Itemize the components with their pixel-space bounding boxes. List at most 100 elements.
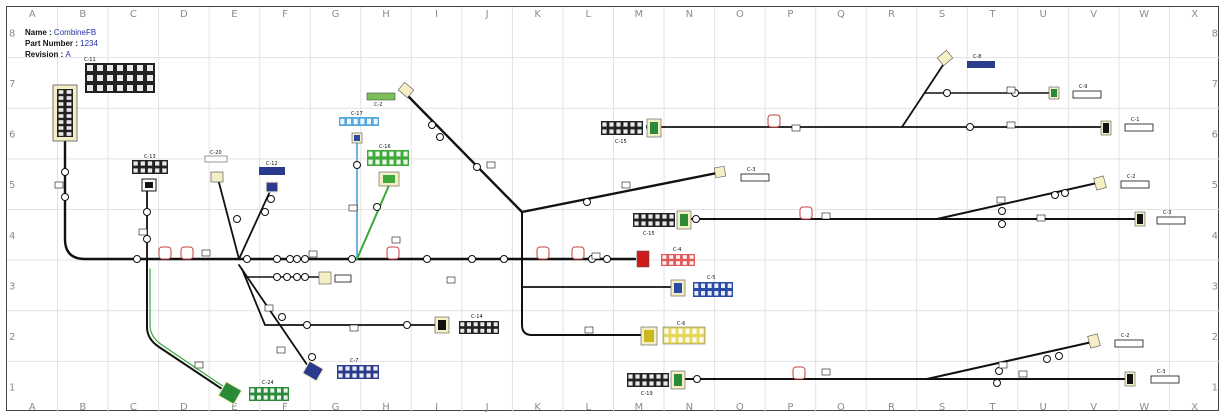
wire-label-flag: [308, 250, 318, 258]
row-label-right: 1: [1212, 383, 1218, 394]
branch-wire-c3-k[interactable]: [520, 170, 724, 214]
connector-pin: [396, 151, 401, 157]
connector-pin: [628, 374, 633, 379]
junction-point: [1055, 352, 1063, 360]
junction-point: [286, 255, 294, 263]
connector-c2-top-box[interactable]: [366, 92, 396, 101]
branch-wire-c2-bottom[interactable]: [926, 341, 1093, 380]
connector-c2-bottom-box[interactable]: [1114, 339, 1144, 348]
junction-point: [403, 321, 411, 329]
connector-pin: [721, 291, 725, 296]
connector-label: C-6: [677, 321, 685, 327]
branch-wire-k-vertical[interactable]: [521, 211, 642, 336]
connector-label: C-7: [350, 358, 358, 364]
connector-c5-box[interactable]: [693, 282, 733, 297]
connector-pin: [147, 161, 153, 166]
connector-c17-box[interactable]: [339, 117, 379, 126]
connector-c15-mid-box[interactable]: [633, 213, 675, 227]
junction-point: [301, 273, 309, 281]
column-label-top: W: [1139, 9, 1149, 20]
branch-wire-c8[interactable]: [901, 61, 946, 128]
junction-point: [348, 255, 356, 263]
connector-c19-box[interactable]: [318, 271, 332, 285]
connector-pin: [487, 322, 491, 327]
connector-c20-box[interactable]: [204, 155, 228, 163]
connector-pin: [87, 65, 93, 71]
connector-c9-box[interactable]: [1072, 90, 1102, 99]
connector-pin: [359, 373, 364, 378]
wire-label-flag: [348, 204, 358, 212]
connector-pin: [155, 168, 160, 173]
column-label-bottom: A: [29, 402, 36, 412]
connector-pin: [699, 328, 704, 334]
connector-pin: [352, 366, 357, 371]
connector-c7-box[interactable]: [337, 365, 379, 379]
connector-pin: [635, 374, 640, 379]
column-label-bottom: B: [79, 402, 86, 412]
connector-c14-box[interactable]: [459, 321, 499, 334]
connector-pin: [678, 337, 683, 343]
branch-wire-c14[interactable]: [241, 268, 438, 326]
connector-pin: [634, 221, 639, 226]
connector-c1-box[interactable]: [1124, 123, 1154, 132]
junction-point: [143, 208, 151, 216]
row-label-left: 4: [9, 231, 15, 242]
connector-pin: [270, 388, 275, 393]
connector-label: C-3: [1157, 369, 1165, 375]
wire-label-flag: [621, 181, 631, 189]
connector-pin: [656, 374, 661, 379]
wire-label-flag: [821, 368, 831, 376]
connector-c16-box[interactable]: [367, 150, 409, 166]
branch-wire-c7[interactable]: [238, 264, 313, 373]
connector-c3-right-box[interactable]: [1156, 216, 1186, 225]
connector-c8-box[interactable]: [967, 61, 995, 68]
column-label-bottom: U: [1039, 402, 1046, 412]
part-row: Part Number : 1234: [25, 38, 98, 49]
connector-c3-bottom-box[interactable]: [1150, 375, 1180, 384]
connector-c12-box[interactable]: [259, 167, 285, 175]
row-label-right: 8: [1212, 28, 1218, 39]
column-label-top: E: [231, 9, 237, 20]
junction-point: [423, 255, 431, 263]
connector-c2-mid-box[interactable]: [1120, 180, 1150, 189]
connector-pin: [473, 322, 478, 327]
connector-pin: [396, 159, 401, 165]
connector-c3-center-box[interactable]: [740, 173, 770, 182]
branch-wire-c20[interactable]: [216, 174, 240, 260]
connector-pin: [382, 151, 387, 157]
connector-pin: [58, 126, 64, 130]
junction-point: [293, 273, 301, 281]
connector-label: C-12: [266, 161, 278, 167]
junction-point: [436, 133, 444, 141]
branch-wire-c2-mid[interactable]: [936, 182, 1098, 220]
connector-c10-box[interactable]: [601, 121, 643, 135]
wire-label-flag: [264, 304, 274, 312]
main-trunk-wire[interactable]: [63, 100, 637, 261]
column-label-bottom: T: [989, 402, 997, 412]
connector-c24-box[interactable]: [249, 387, 289, 401]
connector-pin: [714, 283, 719, 288]
name-value: CombineFB: [53, 28, 97, 37]
branch-wire-c2-top[interactable]: [403, 91, 524, 214]
connector-pin: [642, 374, 647, 379]
connector-c6-box[interactable]: [662, 326, 706, 345]
column-label-bottom: K: [534, 402, 541, 412]
row-label-right: 7: [1212, 79, 1218, 90]
name-label: Name :: [25, 28, 52, 37]
connector-pin: [685, 328, 690, 334]
connector-pin: [682, 255, 687, 259]
branch-wire-c24[interactable]: [146, 258, 226, 392]
connector-pin: [701, 291, 705, 296]
row-label-right: 5: [1212, 180, 1218, 191]
connector-pin: [403, 159, 408, 165]
junction-point: [273, 273, 281, 281]
branch-wire-c12[interactable]: [238, 186, 273, 260]
connector-c15-bottom-box[interactable]: [627, 373, 669, 387]
column-label-top: R: [888, 9, 895, 20]
connector-pin: [727, 291, 732, 296]
connector-pin: [58, 132, 64, 136]
branch-wire-c16[interactable]: [356, 182, 391, 260]
junction-point: [693, 375, 701, 383]
